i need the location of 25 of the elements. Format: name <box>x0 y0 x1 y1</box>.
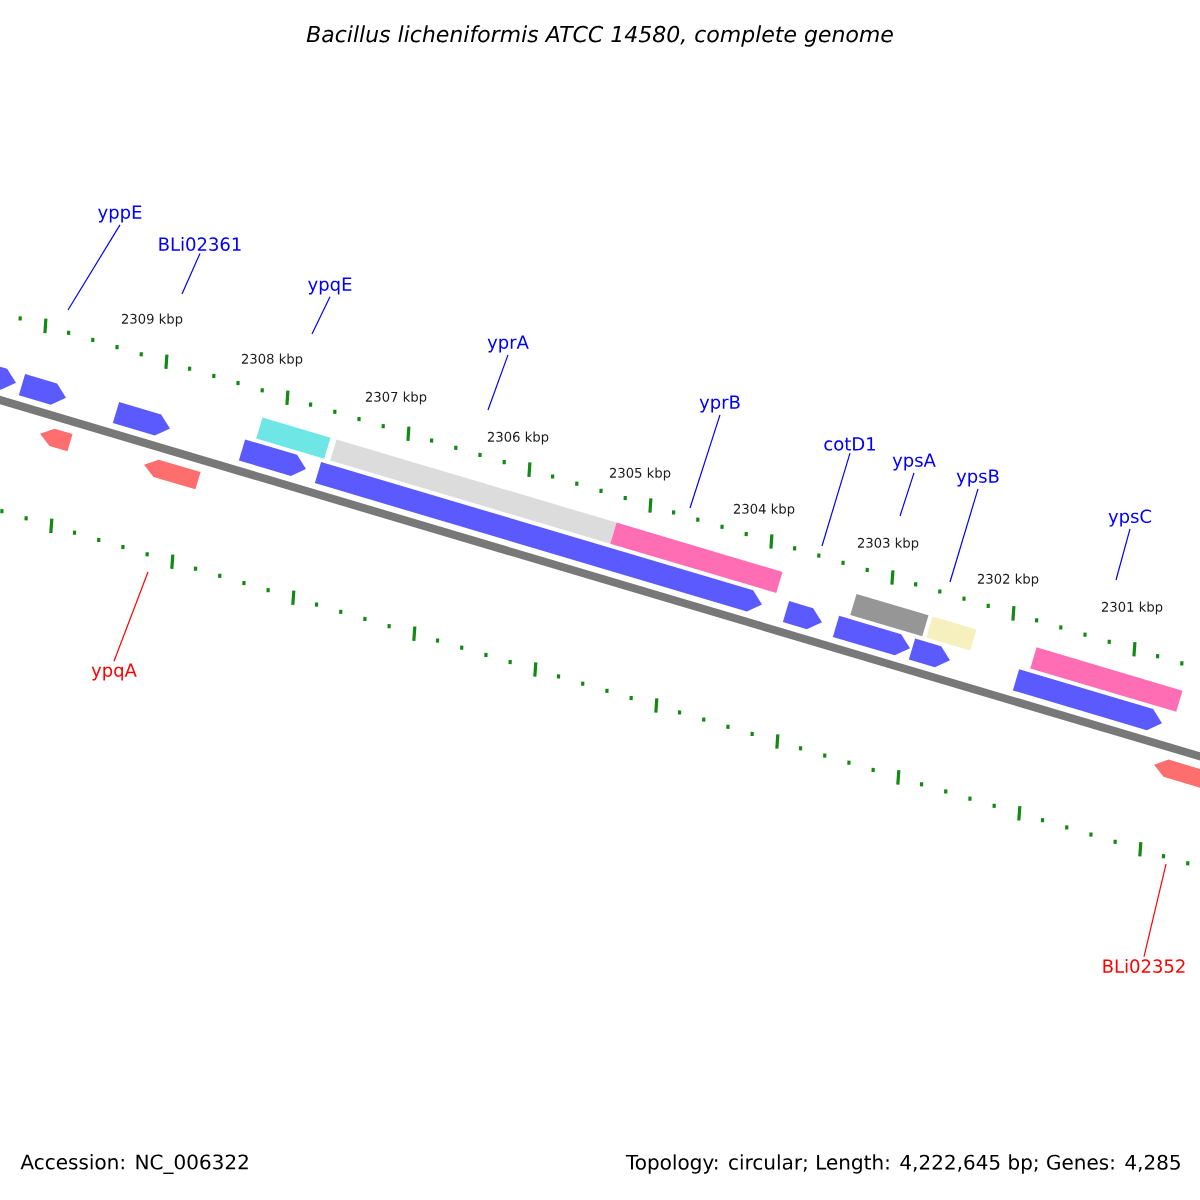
title: Bacillus licheniformis ATCC 14580, complete genome <box>306 25 893 47</box>
gene-label: ypqE <box>308 277 352 295</box>
leader-line <box>899 472 915 517</box>
gene-label: ypsC <box>1108 509 1152 527</box>
gene-label: BLi02352 <box>1103 959 1185 973</box>
gene-label: ypsB <box>956 469 999 487</box>
gene-label: yprB <box>699 395 740 413</box>
gene-label: yprA <box>487 335 529 353</box>
leader-line <box>113 571 149 662</box>
leader-line <box>689 414 721 509</box>
leader-line <box>821 452 851 547</box>
footer-text: Topology: circular; Length: 4,222,645 bp; Genes: 4,285 <box>625 1154 1180 1174</box>
leader-line <box>311 296 331 335</box>
leader-line <box>487 354 509 411</box>
leader-line <box>181 252 201 295</box>
gene-label: BLi02361 <box>159 237 241 251</box>
gene-label: cotD1 <box>824 437 875 451</box>
gene-label: yppE <box>98 205 142 223</box>
leader-line <box>1115 528 1131 581</box>
leader-line <box>67 224 121 311</box>
gene-label: ypsA <box>892 453 936 471</box>
gene-label: ypqA <box>91 663 137 681</box>
footer-text: Accession: NC_006322 <box>20 1154 248 1174</box>
leader-line <box>1143 863 1167 958</box>
leader-line <box>949 488 979 583</box>
